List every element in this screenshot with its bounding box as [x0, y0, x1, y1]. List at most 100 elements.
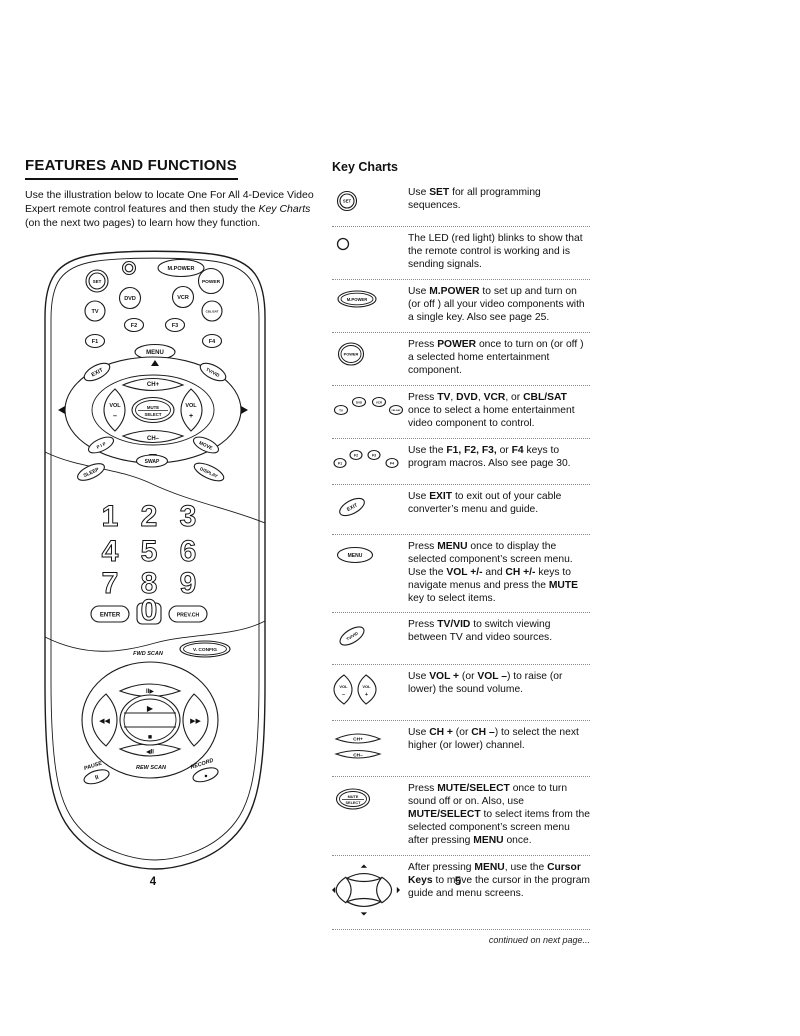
- row-description: The LED (red light) blinks to show that …: [408, 233, 583, 270]
- keychart-row-m-power: M.POWER Use M.POWER to set up and turn o…: [332, 280, 590, 333]
- svg-text:F1: F1: [92, 339, 98, 345]
- svg-text:F3: F3: [372, 453, 376, 457]
- continued-note: continued on next page...: [488, 935, 590, 946]
- power-button: POWER: [197, 267, 225, 295]
- svg-text:VCR: VCR: [376, 400, 383, 404]
- svg-text:3: 3: [180, 500, 197, 533]
- cursor-keys-icon: [332, 862, 408, 922]
- svg-text:P I P: P I P: [96, 441, 107, 450]
- row-description: Use the F1, F2, F3, or F4 keys to progra…: [408, 444, 571, 469]
- svg-text:TV/VID: TV/VID: [345, 631, 359, 642]
- keychart-row-vol: VOL – VOL + Use VOL + (or VOL –) to rais…: [332, 665, 590, 722]
- row-description: Press TV/VID to switch viewing between T…: [408, 619, 553, 644]
- page-number-right: 5: [454, 876, 462, 888]
- svg-text:F2: F2: [131, 323, 137, 329]
- svg-text:TV/VID: TV/VID: [205, 367, 221, 379]
- svg-text:7: 7: [102, 567, 119, 600]
- svg-text:EXIT: EXIT: [91, 367, 105, 378]
- ch-keys-icon: CH+ CH–: [332, 727, 408, 769]
- row-description: Press MUTE/SELECT once to turn sound off…: [408, 783, 590, 847]
- row-description: Use SET for all programming sequences.: [408, 187, 541, 211]
- svg-text:VOL: VOL: [185, 403, 197, 409]
- cursor-pad: CH+ VOL – VOL + CH– MUTE SELECT: [58, 356, 248, 464]
- remote-body: [44, 250, 266, 870]
- svg-text:DVD: DVD: [356, 400, 363, 404]
- cursor-up-arrow-icon: [151, 360, 159, 366]
- fwd-scan-label: FWD SCAN: [133, 651, 164, 657]
- svg-text:VCR: VCR: [177, 295, 189, 301]
- svg-text:VOL: VOL: [362, 684, 371, 689]
- zero-button: 0: [136, 594, 162, 628]
- heading-underline: [25, 178, 238, 180]
- stop-icon: ■: [148, 734, 152, 741]
- led-icon: [332, 233, 408, 272]
- play-icon: ▶: [147, 704, 154, 713]
- pause-button: PAUSE II: [83, 760, 110, 785]
- dvd-button: DVD: [118, 286, 142, 310]
- vol-down-button: VOL –: [103, 388, 126, 432]
- pip-button: P I P: [87, 436, 115, 454]
- svg-text:–: –: [342, 692, 345, 698]
- svg-text:2: 2: [141, 500, 158, 533]
- keychart-row-set: SET Use SET for all programming sequence…: [332, 181, 590, 227]
- svg-text:VOL: VOL: [109, 403, 121, 409]
- power-key-icon: POWER: [332, 339, 408, 378]
- svg-text:SELECT: SELECT: [145, 412, 162, 417]
- row-description: After pressing MENU, use the Cursor Keys…: [408, 862, 591, 900]
- svg-text:–: –: [113, 413, 117, 420]
- svg-text:M.POWER: M.POWER: [168, 266, 195, 272]
- tv-vid-key-icon: TV/VID: [332, 619, 408, 657]
- intro-paragraph: Use the illustration below to locate One…: [25, 189, 314, 229]
- svg-text:CH+: CH+: [353, 737, 363, 743]
- display-button: DISPLAY: [193, 462, 225, 482]
- cbl-sat-button: CBL/SAT: [201, 300, 223, 322]
- svg-text:8: 8: [141, 567, 158, 600]
- page-number-left: 4: [149, 876, 157, 888]
- svg-text:POWER: POWER: [202, 279, 221, 285]
- svg-text:MOVE: MOVE: [198, 440, 214, 452]
- svg-text:◀◀: ◀◀: [99, 718, 110, 725]
- svg-text:0: 0: [141, 594, 158, 627]
- svg-text:F4: F4: [209, 339, 216, 345]
- remote-illustration: SET M.POWER POWER TV DVD VCR CBL/SAT F2 …: [44, 250, 266, 870]
- key-charts-title: Key Charts: [332, 160, 398, 174]
- keychart-row-power: POWER Press POWER once to turn on (or of…: [332, 333, 590, 386]
- svg-text:F1: F1: [338, 461, 342, 465]
- svg-text:II▶: II▶: [146, 689, 154, 695]
- svg-text:ENTER: ENTER: [100, 613, 121, 619]
- svg-text:▶▶: ▶▶: [190, 718, 201, 725]
- rewind-key: ◀◀: [91, 693, 118, 747]
- keychart-row-fkeys: F1 F2 F3 F4 Use the F1, F2, F3, or F4 ke…: [332, 439, 590, 485]
- exit-button: EXIT: [83, 362, 111, 382]
- record-dot-icon: ●: [204, 773, 210, 780]
- menu-key-icon: MENU: [332, 541, 408, 606]
- f-keys-icon: F1 F2 F3 F4: [332, 445, 408, 477]
- svg-text:MUTE: MUTE: [147, 405, 159, 410]
- svg-text:MUTE: MUTE: [348, 795, 359, 799]
- left-arrow-icon: [332, 887, 336, 894]
- mute-select-button: MUTE SELECT: [131, 396, 175, 424]
- svg-text:5: 5: [141, 535, 158, 568]
- row-description: Use M.POWER to set up and turn on (or of…: [408, 285, 585, 323]
- play-stop-key: ▶ ■: [119, 694, 181, 746]
- exit-key-icon: EXIT: [332, 491, 408, 527]
- svg-text:SET: SET: [93, 279, 102, 284]
- section-title: FEATURES AND FUNCTIONS: [25, 157, 237, 174]
- keychart-row-exit: EXIT Use EXIT to exit out of your cable …: [332, 485, 590, 535]
- svg-text:II: II: [94, 775, 99, 782]
- svg-text:TV: TV: [91, 309, 98, 315]
- ch-up-button: CH+: [121, 377, 185, 392]
- features-section: FEATURES AND FUNCTIONS Use the illustrat…: [25, 157, 317, 231]
- enter-button: ENTER: [90, 605, 130, 623]
- row-description: Press POWER once to turn on (or off ) a …: [408, 338, 584, 376]
- svg-text:DVD: DVD: [124, 296, 136, 302]
- prev-ch-button: PREV.CH: [168, 605, 208, 623]
- f4-button: F4: [201, 333, 223, 349]
- down-arrow-icon: [360, 912, 368, 916]
- keychart-row-menu: MENU Press MENU once to display the sele…: [332, 535, 590, 614]
- f2-button: F2: [123, 317, 145, 333]
- vol-up-button: VOL +: [180, 388, 203, 432]
- svg-text:EXIT: EXIT: [346, 502, 359, 513]
- svg-text:◀II: ◀II: [146, 750, 154, 756]
